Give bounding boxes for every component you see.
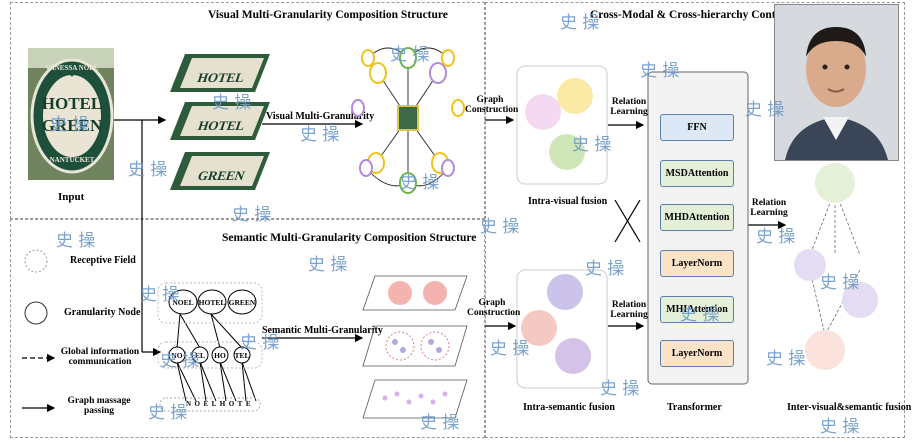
bigram-node-2: EL	[194, 351, 205, 360]
transformer-caption: Transformer	[667, 402, 722, 413]
mhd-attention-block: MHDAttention	[660, 204, 734, 231]
sign-arc-top: VANESSA NOEL	[45, 64, 99, 72]
semantic-title: Semantic Multi-Granularity Composition S…	[222, 232, 477, 244]
word-node-2: HOTEL	[198, 298, 226, 307]
transformer-stack: FFN MSDAttention MHDAttention LayerNorm …	[648, 72, 748, 384]
graph-construction-bottom: Graph Construction	[467, 298, 521, 319]
mhi-attention-block: MHIAttention	[660, 296, 734, 323]
bigram-node-3: HO	[214, 351, 226, 360]
sign-crop-3	[170, 152, 270, 190]
msd-attention-block: MSDAttention	[660, 160, 734, 187]
legend-granularity: Granularity Node	[64, 307, 141, 318]
word-node-1: NOEL	[172, 298, 194, 307]
legend-graph: Graph massage passing	[67, 396, 131, 417]
sign-line1: HOTEL	[41, 94, 103, 113]
bigram-node-4: TEL	[234, 351, 250, 360]
legend-global: Global information communication	[60, 347, 140, 368]
relation-learning-top: Relation Learning	[610, 97, 648, 118]
visual-mg-label: Visual Multi-Granularity	[266, 111, 375, 122]
layernorm-block-1: LayerNorm	[660, 250, 734, 277]
inter-fusion-caption: Inter-visual&semantic fusion	[787, 402, 912, 413]
input-label: Input	[58, 191, 85, 203]
visual-title: Visual Multi-Granularity Composition Str…	[208, 9, 448, 21]
bigram-node-1: NO	[171, 351, 183, 360]
sign-line2: GREEN	[41, 116, 103, 135]
semantic-mg-label: Semantic Multi-Granularity	[262, 325, 383, 336]
cross-title: Cross-Modal & Cross-hierarchy Context Le…	[590, 9, 817, 21]
graph-construction-top: Graph Construction	[465, 95, 519, 116]
sign-crop-2	[170, 102, 270, 140]
left-connectors	[22, 115, 364, 413]
sign-arc-bottom: NANTUCKET	[49, 156, 95, 164]
crop-text-2: HOTEL	[196, 118, 247, 133]
sign-crop-1	[170, 54, 270, 92]
intra-visual-caption: Intra-visual fusion	[528, 196, 608, 207]
crop-text-3: GREEN	[196, 168, 247, 183]
cross-panel	[485, 2, 905, 438]
ffn-block: FFN	[660, 114, 734, 141]
char-row: NOELHOTE	[185, 400, 255, 408]
relation-learning-right: Relation Learning	[750, 198, 788, 219]
layernorm-block-2: LayerNorm	[660, 340, 734, 367]
semantic-layers	[362, 275, 468, 419]
semantic-panel	[10, 219, 485, 438]
legend-receptive: Receptive Field	[70, 255, 136, 266]
input-sign-image: HOTEL GREEN VANESSA NOEL NANTUCKET	[28, 48, 114, 180]
visual-graph	[351, 47, 465, 194]
intra-semantic-caption: Intra-semantic fusion	[523, 402, 615, 413]
author-portrait	[774, 4, 899, 161]
visual-stack: HOTEL HOTEL GREEN	[170, 54, 270, 190]
word-node-3: GREEN	[228, 298, 256, 307]
relation-learning-bottom: Relation Learning	[610, 300, 648, 321]
word-tree	[157, 282, 263, 412]
visual-panel	[10, 2, 485, 219]
crop-text-1: HOTEL	[196, 70, 247, 85]
